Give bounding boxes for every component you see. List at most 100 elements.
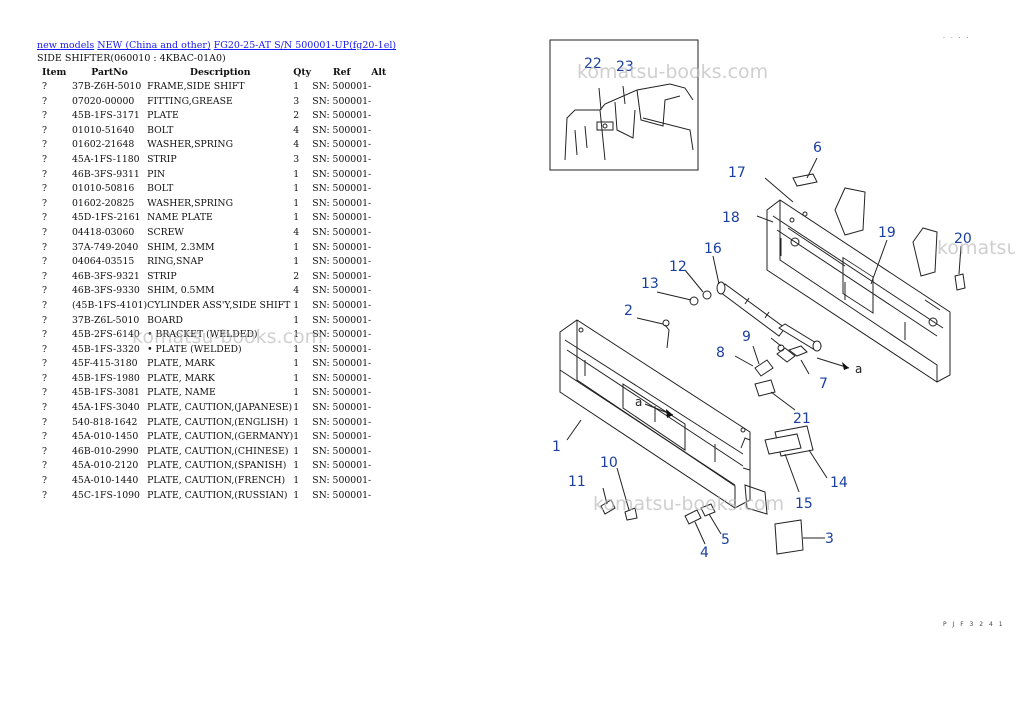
cell-description: PLATE [147, 110, 179, 122]
cell-ref: SN: 500001- [312, 460, 372, 472]
callout-13: 13 [641, 276, 659, 292]
leader-lines [566, 157, 962, 545]
cell-ref: SN: 500001- [312, 270, 372, 282]
cell-description: PLATE, MARK [147, 372, 215, 384]
cell-description: PLATE, CAUTION,(ENGLISH) [147, 416, 289, 428]
callout-1: 1 [552, 439, 561, 455]
cell-item: ? [42, 256, 47, 268]
frame-arrow-head [666, 409, 673, 418]
bolt-4 [684, 509, 702, 525]
cell-qty: 4 [293, 285, 300, 297]
cell-description: SHIM, 0.5MM [147, 285, 215, 297]
cell-alt [371, 197, 391, 212]
cell-ref: SN: 500001- [312, 285, 372, 297]
breadcrumb-link-new-china[interactable]: NEW (China and other) [97, 40, 211, 51]
cell-ref: SN: 500001- [312, 124, 372, 136]
cell-partno: 45B-2FS-6140 [72, 329, 140, 341]
cell-ref: SN: 500001- [312, 329, 372, 341]
cell-item: ? [42, 489, 47, 501]
cell-item: ? [42, 343, 47, 355]
callout-11: 11 [568, 474, 586, 490]
cell-item: ? [42, 460, 47, 472]
exploded-parts-diagram: 22 23 6 17 18 19 20 16 12 13 2 9 8 7 21 … [549, 35, 1015, 628]
header-item: Item [42, 67, 67, 78]
cell-partno: 01010-50816 [72, 183, 135, 195]
cell-ref: SN: 500001- [312, 431, 372, 443]
cell-partno: 45B-1FS-1980 [72, 372, 140, 384]
callout-7: 7 [819, 376, 828, 392]
side-shift-cylinder [716, 281, 822, 352]
cell-alt [371, 357, 391, 372]
cell-ref: SN: 500001- [312, 95, 372, 107]
callout-12: 12 [669, 259, 687, 275]
cell-item: ? [42, 299, 47, 311]
cell-description: SCREW [147, 226, 184, 238]
cell-qty: 1 [293, 460, 300, 472]
callout-2: 2 [624, 303, 633, 319]
cell-item: ? [42, 153, 47, 165]
breadcrumb-link-new-models[interactable]: new models [37, 40, 95, 51]
cell-ref: SN: 500001- [312, 183, 372, 195]
arrow-head [842, 362, 849, 370]
cell-ref: SN: 500001- [312, 299, 372, 311]
cell-description: PIN [147, 168, 166, 180]
grease-fitting [664, 324, 670, 349]
corner-code-top: · · · · [943, 35, 970, 42]
cell-partno: 46B-3FS-9330 [72, 285, 140, 297]
cell-ref: SN: 500001- [312, 416, 372, 428]
cell-item: ? [42, 183, 47, 195]
cell-partno: 46B-010-2990 [72, 445, 139, 457]
cell-qty: 4 [293, 226, 300, 238]
strip-part-small [954, 273, 966, 291]
cell-partno: 45F-415-3180 [72, 358, 138, 370]
screw-11 [600, 499, 616, 515]
plate-21 [754, 379, 776, 397]
cell-qty: 1 [293, 445, 300, 457]
cell-ref: SN: 500001- [312, 153, 372, 165]
cell-partno: 01602-21648 [72, 139, 135, 151]
cell-item: ? [42, 212, 47, 224]
cell-description: PLATE, CAUTION,(GERMANY) [147, 431, 294, 443]
breadcrumb-link-model[interactable]: FG20-25-AT S/N 500001-UP(fg20-1el) [213, 40, 397, 51]
callout-20: 20 [954, 231, 972, 247]
corner-code-bottom: P J F 3 2 4 1 [943, 621, 1005, 628]
washer-5 [700, 503, 716, 517]
cell-item: ? [42, 168, 47, 180]
cell-item: ? [42, 95, 47, 107]
cell-alt [371, 416, 391, 431]
cell-alt [371, 284, 391, 299]
cell-alt [371, 328, 391, 343]
cell-ref: SN: 500001- [312, 387, 372, 399]
callout-22: 22 [584, 56, 602, 72]
cell-item: ? [42, 197, 47, 209]
cell-description: PLATE, CAUTION,(CHINESE) [147, 445, 289, 457]
screw-10 [624, 507, 638, 521]
cell-item: ? [42, 110, 47, 122]
cell-partno: 540-818-1642 [72, 416, 138, 428]
callout-3: 3 [825, 531, 834, 547]
cell-item: ? [42, 445, 47, 457]
cell-qty: 1 [293, 372, 300, 384]
cell-description: PLATE, CAUTION,(SPANISH) [147, 460, 287, 472]
cell-item: ? [42, 358, 47, 370]
cell-partno: 45C-1FS-1090 [72, 489, 140, 501]
cell-partno: 04064-03515 [72, 256, 135, 268]
cell-qty: 1 [293, 241, 300, 253]
cell-description: RING,SNAP [147, 256, 204, 268]
plate-3 [774, 519, 804, 555]
cell-alt [371, 386, 391, 401]
cell-description: FITTING,GREASE [147, 95, 233, 107]
cell-alt [371, 343, 391, 358]
cell-ref: SN: 500001- [312, 168, 372, 180]
cell-qty: 1 [293, 387, 300, 399]
